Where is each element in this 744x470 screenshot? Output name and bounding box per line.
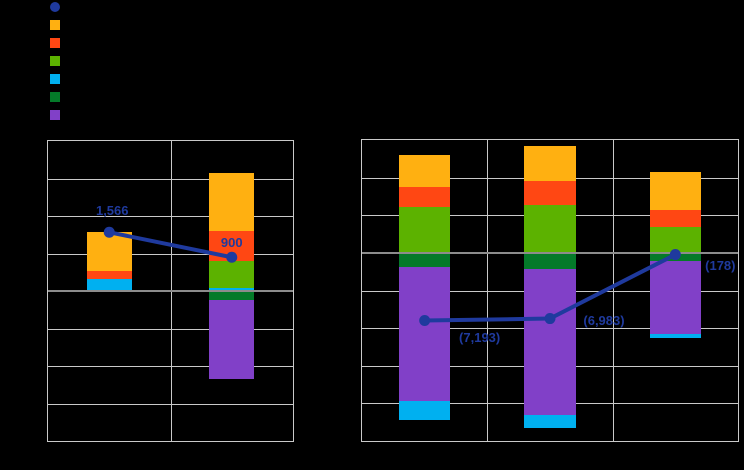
line-marker: [226, 251, 238, 263]
orange-segment: [524, 146, 576, 181]
purple-segment: [398, 267, 451, 401]
line-marker: [544, 313, 556, 325]
green-segment: [649, 227, 701, 253]
legend-item: [50, 110, 60, 120]
legend-item: [50, 2, 60, 12]
cyan-segment: [398, 400, 451, 421]
cyan-segment: [209, 288, 255, 291]
legend-purple-square-icon: [50, 110, 60, 120]
line-marker: [103, 226, 115, 238]
net-line-path: [108, 230, 233, 260]
dark-green-segment: [209, 291, 255, 300]
purple-segment: [209, 299, 255, 379]
line-data-label: 900: [220, 235, 243, 251]
net-line: [103, 226, 238, 263]
line-marker: [669, 249, 681, 261]
legend-cyan-square-icon: [50, 74, 60, 84]
legend-orange-square-icon: [50, 20, 60, 30]
green-segment: [398, 206, 451, 253]
orange-segment: [398, 155, 451, 188]
cyan-segment: [86, 279, 132, 291]
grid-line: [612, 140, 614, 441]
legend-item: [50, 38, 60, 48]
left-chart-plot: 1,566 900: [48, 141, 293, 441]
green-segment: [209, 260, 255, 288]
red-segment: [524, 180, 576, 205]
orange-segment: [86, 232, 132, 272]
line-data-label: (7,193): [459, 329, 501, 345]
red-segment: [649, 210, 701, 228]
legend-dark_green-square-icon: [50, 92, 60, 102]
zero-axis-line: [362, 251, 738, 254]
dark-green-segment: [398, 252, 451, 268]
zero-axis-line: [48, 290, 293, 292]
orange-segment: [649, 172, 701, 211]
legend: [50, 2, 60, 120]
legend-item: [50, 56, 60, 66]
net-line-path: [424, 252, 677, 323]
cyan-segment: [649, 334, 701, 338]
net-line: [419, 249, 681, 327]
purple-segment: [649, 260, 701, 335]
line-data-label: 1,566: [95, 203, 129, 219]
legend-item: [50, 92, 60, 102]
legend-item: [50, 74, 60, 84]
grid-line: [487, 140, 489, 441]
green-segment: [524, 204, 576, 253]
legend-navy-circle-icon: [50, 2, 60, 12]
red-segment: [86, 271, 132, 279]
line-marker: [419, 315, 431, 327]
purple-segment: [524, 268, 576, 415]
red-segment: [398, 187, 451, 207]
line-data-label: (178): [705, 257, 736, 273]
cyan-segment: [524, 414, 576, 428]
legend-item: [50, 20, 60, 30]
legend-green-square-icon: [50, 56, 60, 66]
line-data-label: (6,983): [583, 312, 625, 328]
orange-segment: [209, 172, 255, 231]
legend-red-square-icon: [50, 38, 60, 48]
right-chart-plot: (7,193) (6,983) (178): [362, 140, 738, 441]
dark-green-segment: [524, 252, 576, 269]
